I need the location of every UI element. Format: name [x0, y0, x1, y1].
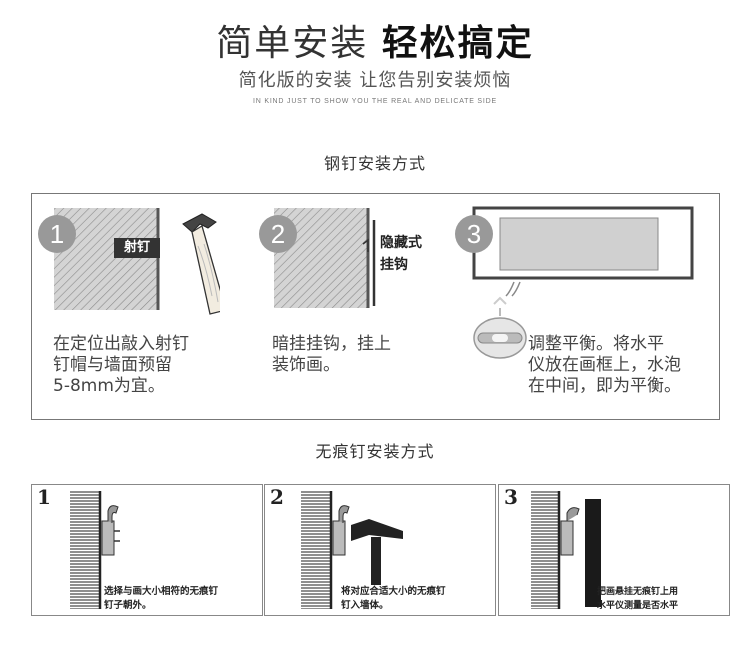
step-2-text: 暗挂挂钩，挂上 装饰画。: [272, 334, 391, 375]
traceless-step-1-panel: 1 选择与画大小相符的无痕钉 钉子朝外。: [31, 484, 263, 616]
traceless-step-3-panel: 3 把画悬挂无痕钉上用 水平仪测量是否水平: [498, 484, 730, 616]
step-3-text: 调整平衡。将水平 仪放在画框上，水泡 在中间，即为平衡。: [528, 334, 681, 396]
hidden-hook-label: 隐藏式 挂钩: [380, 235, 422, 273]
level-frame-illustration: [472, 206, 694, 359]
step-1-text: 在定位出敲入射钉 钉帽与墙面预留 5-8mm为宜。: [53, 334, 189, 396]
nail-section-heading: 钢钉安装方式: [323, 154, 426, 173]
step-2-badge: 2: [259, 215, 297, 253]
traceless-frame-illustration: [531, 491, 601, 609]
traceless-step-2-panel: 2 将对应合适大小的无痕钉 钉入墙体。: [264, 484, 496, 616]
picture-frame-icon: [585, 499, 601, 607]
traceless-hook-icon: [560, 507, 580, 556]
traceless-step-2-text: 将对应合适大小的无痕钉 钉入墙体。: [341, 586, 446, 611]
hook-icon: [362, 238, 369, 252]
traceless-hammer-illustration: [301, 491, 403, 609]
traceless-hook-icon: [101, 505, 120, 556]
traceless-section-heading: 无痕钉安装方式: [315, 442, 435, 461]
traceless-wall-illustration: [70, 491, 120, 609]
traceless-step-2-number: 2: [270, 485, 284, 509]
title-light: 简单安装: [216, 23, 369, 64]
traceless-step-1-number: 1: [37, 485, 51, 509]
nail-install-panel: 射钉 1 在定位出敲入射钉 钉帽与墙面预留 5-8mm为宜。 隐藏式 挂钩 2 …: [31, 193, 720, 420]
nail-label: 射钉: [114, 238, 160, 258]
step-3-badge: 3: [455, 215, 493, 253]
traceless-step-3-number: 3: [504, 485, 518, 509]
page-title: 简单安装 轻松搞定: [0, 14, 750, 66]
traceless-step-3-text: 把画悬挂无痕钉上用 水平仪测量是否水平: [597, 587, 679, 611]
page-subtitle: 简化版的安装 让您告别安装烦恼: [238, 70, 512, 91]
traceless-hook-icon: [332, 505, 350, 556]
traceless-step-1-text: 选择与画大小相符的无痕钉 钉子朝外。: [104, 586, 219, 611]
title-bold: 轻松搞定: [381, 23, 534, 64]
hammer-icon: [351, 519, 403, 585]
hammer-icon: [182, 213, 220, 315]
step-1-badge: 1: [38, 215, 76, 253]
spirit-level-icon: [473, 296, 527, 359]
page-tagline: IN KIND JUST TO SHOW YOU THE REAL AND DE…: [253, 98, 497, 105]
